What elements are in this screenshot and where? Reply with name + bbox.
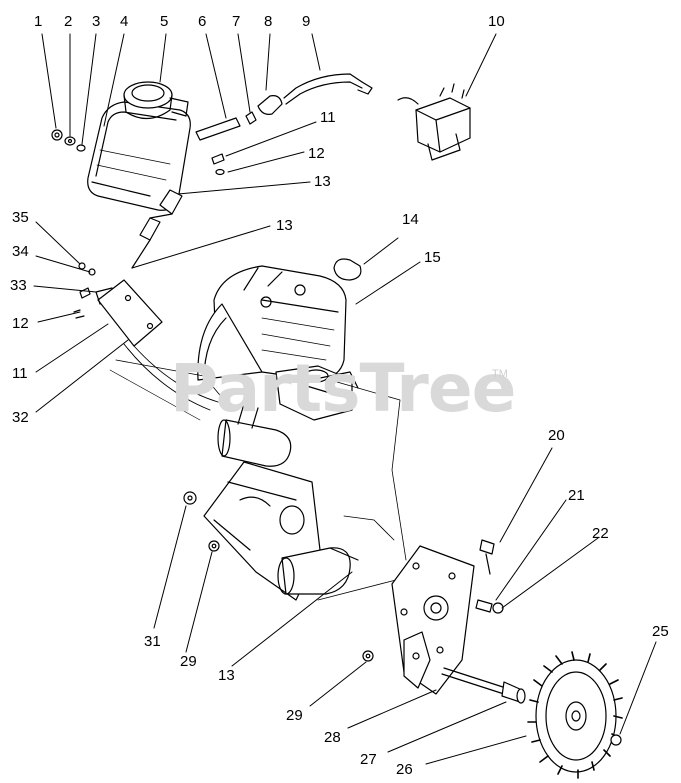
callout-22: 22: [592, 525, 609, 542]
callout-2: 2: [64, 13, 73, 30]
gasket-14: [333, 258, 362, 281]
bolt-20: [479, 539, 495, 575]
wheel-bracket: [403, 631, 431, 689]
bolt-21: [475, 599, 493, 613]
callout-33: 33: [10, 277, 27, 294]
fuel-tank: [87, 101, 191, 211]
callout-11-top: 11: [320, 109, 336, 126]
washer-2: [64, 136, 76, 146]
trademark-mark: TM: [492, 368, 508, 380]
nut-31: [183, 491, 197, 505]
fuel-line: [195, 73, 373, 141]
callout-8: 8: [264, 13, 273, 30]
muffler: [275, 365, 359, 421]
callout-7: 7: [232, 13, 241, 30]
wheel: [527, 651, 623, 779]
callout-12-top: 12: [308, 145, 325, 162]
callout-29-bottom: 29: [286, 707, 303, 724]
callout-9: 9: [302, 13, 311, 30]
axle-bushing-27: [501, 681, 526, 704]
callout-6: 6: [198, 13, 207, 30]
cap-nut: [51, 129, 63, 141]
ignition-switch: [397, 83, 471, 161]
starter-motor: [217, 403, 292, 467]
callout-31: 31: [144, 633, 161, 650]
callout-28: 28: [324, 729, 341, 746]
callout-5: 5: [160, 13, 169, 30]
washer-3: [76, 144, 86, 152]
leader-lines: [33, 33, 657, 765]
callout-25: 25: [652, 623, 669, 640]
callout-10: 10: [488, 13, 505, 30]
nut-29b: [362, 650, 374, 662]
callout-34: 34: [12, 243, 29, 260]
callout-35: 35: [12, 209, 29, 226]
callout-12-left: 12: [12, 315, 29, 332]
fuel-cap: [123, 81, 189, 120]
callout-29-left: 29: [180, 653, 197, 670]
tank-mount-bracket: [131, 189, 183, 269]
callout-20: 20: [548, 427, 565, 444]
hardware-33-35: [73, 262, 96, 319]
callout-1: 1: [34, 13, 43, 30]
throttle-cable: [109, 343, 219, 421]
callout-21: 21: [568, 487, 585, 504]
nut-22: [492, 602, 504, 614]
callout-15: 15: [424, 249, 441, 266]
callout-4: 4: [120, 13, 129, 30]
callout-13-mid: 13: [276, 217, 293, 234]
callout-27: 27: [360, 751, 377, 768]
drive-motor: [277, 547, 359, 595]
callout-14: 14: [402, 211, 419, 228]
callout-13-top: 13: [314, 173, 331, 190]
screw-11: [211, 153, 225, 165]
callout-11-left: 11: [12, 365, 28, 382]
callout-13-bottom: 13: [218, 667, 235, 684]
throttle-bracket: [95, 279, 163, 347]
engine-shroud: [197, 303, 263, 381]
callout-26: 26: [396, 761, 413, 778]
washer-12: [215, 168, 225, 176]
callout-3: 3: [92, 13, 101, 30]
callout-32: 32: [12, 409, 29, 426]
nut-29a: [208, 540, 220, 552]
axle: [441, 667, 507, 695]
hub-cap-25: [610, 734, 622, 746]
